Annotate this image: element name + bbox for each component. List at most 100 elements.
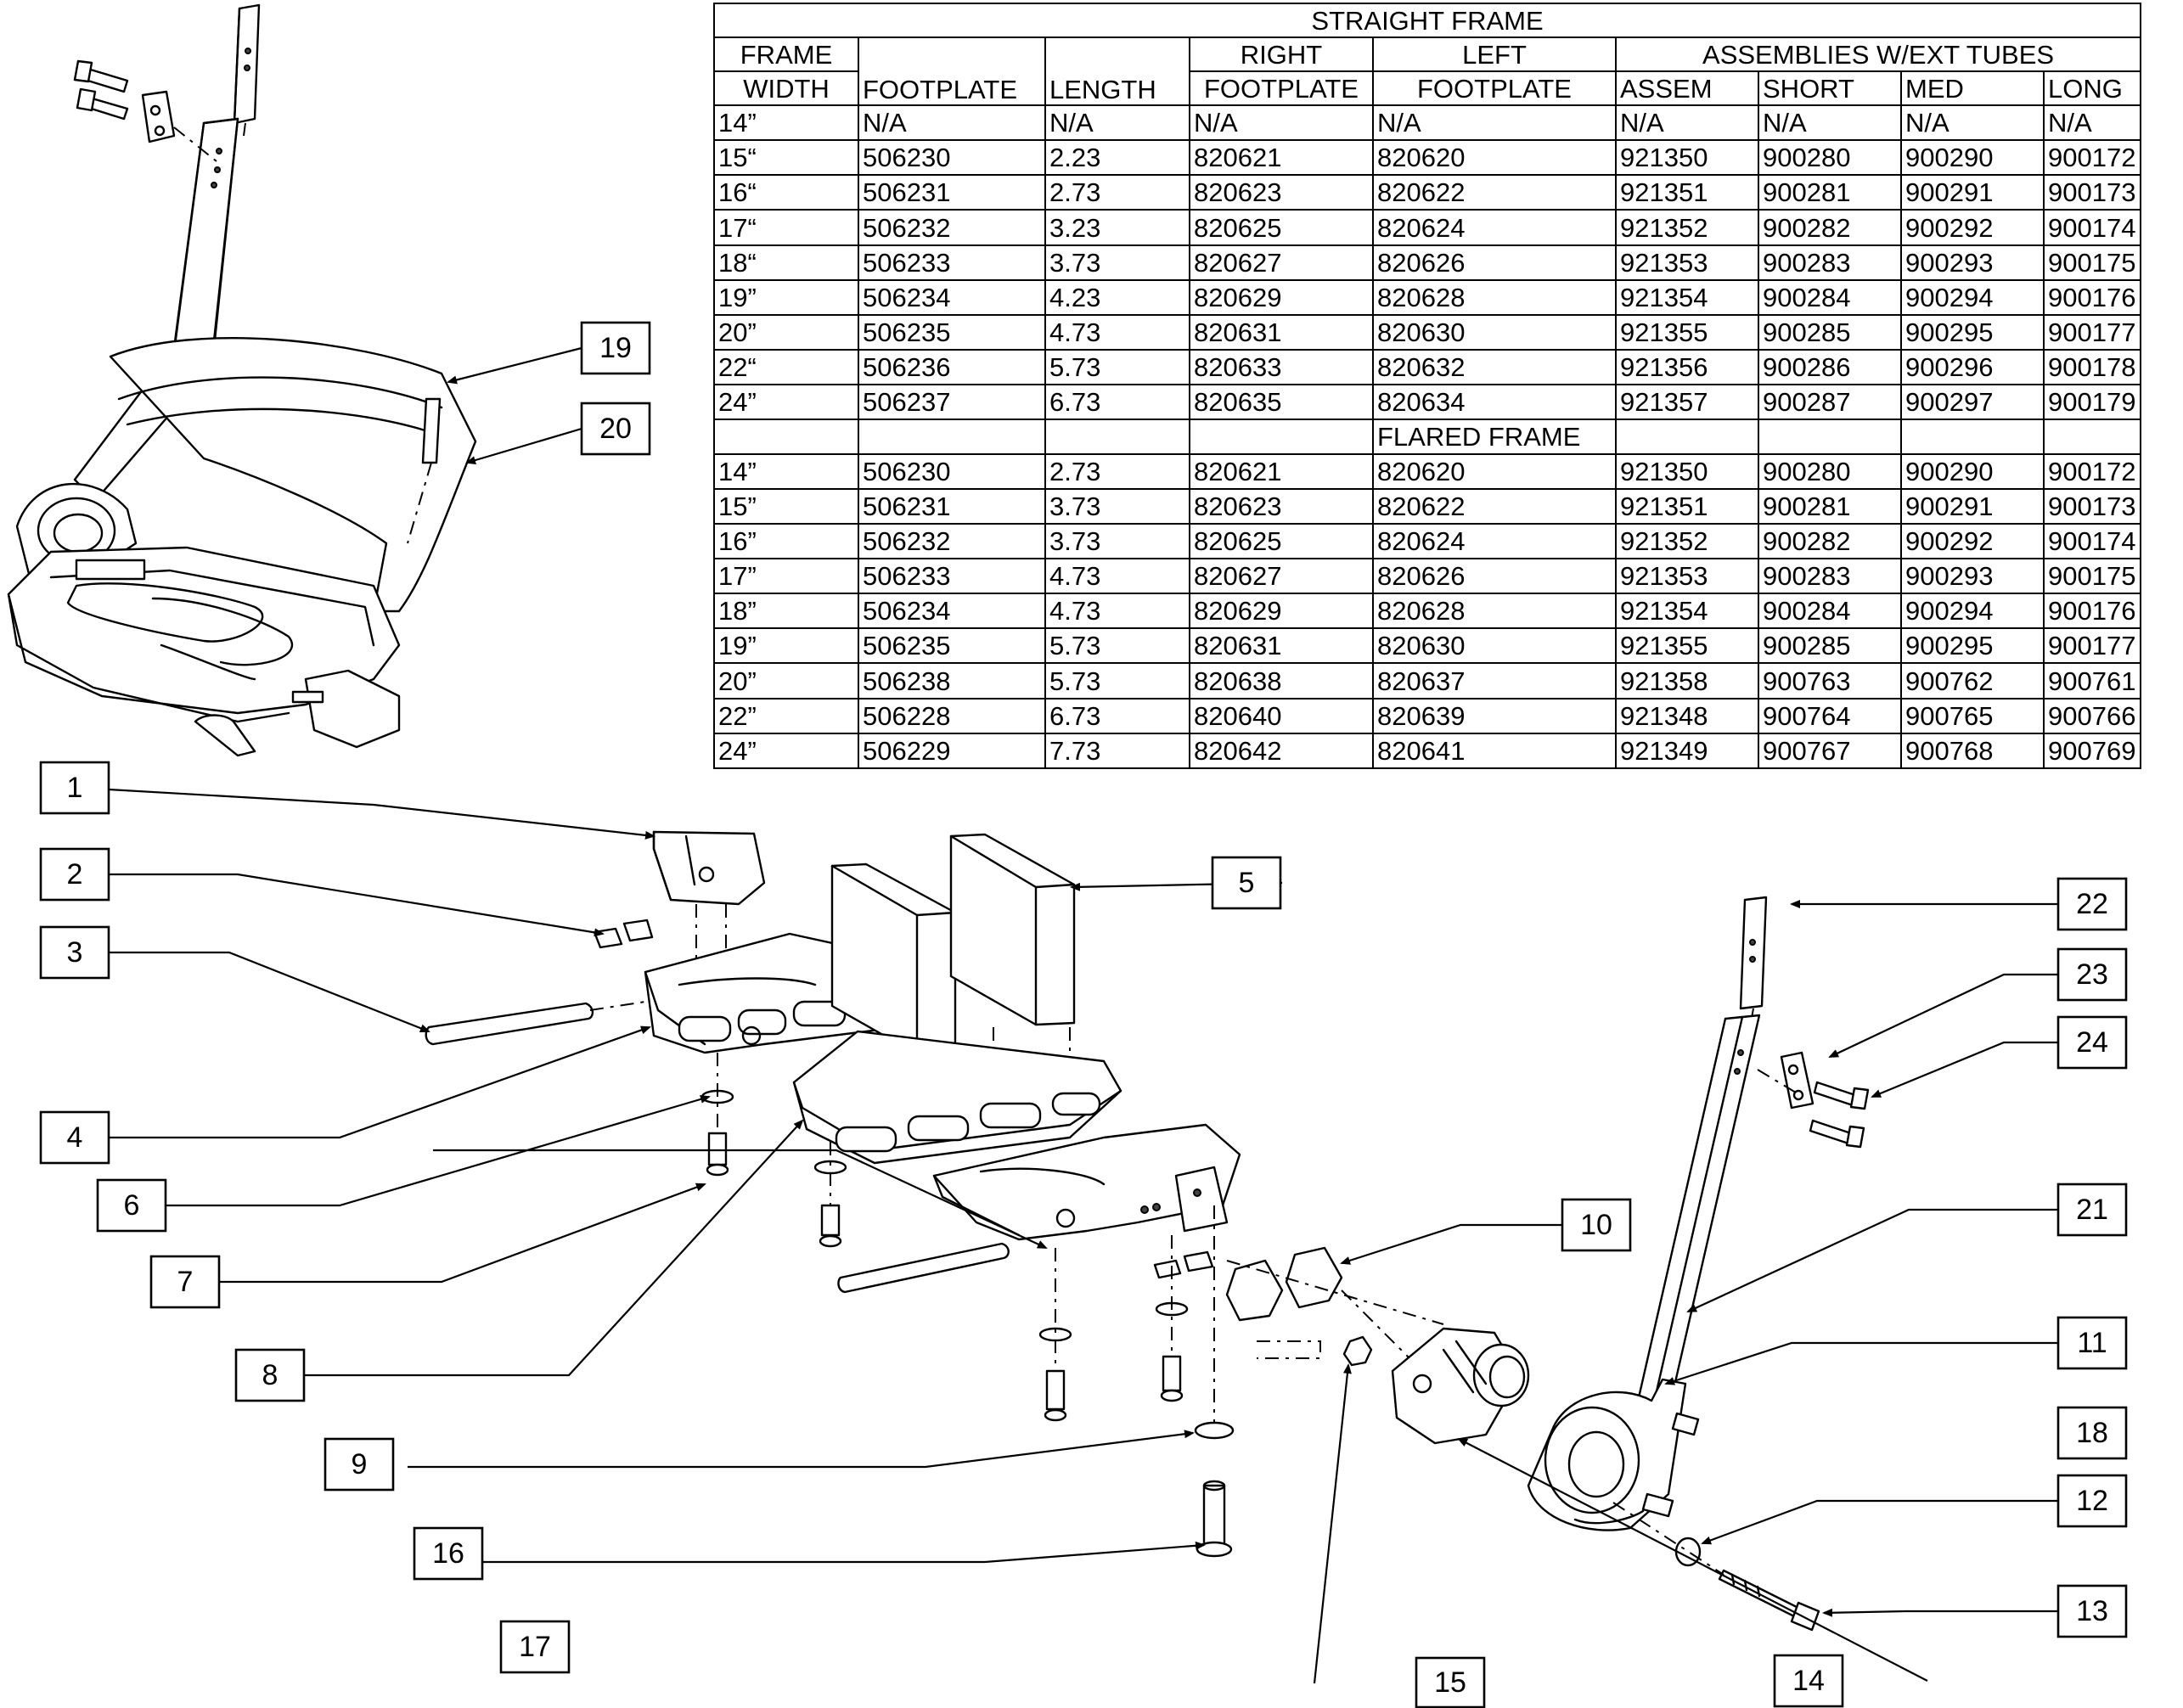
table-cell: 506237 [858,383,1046,420]
callout-16: 16 [413,1526,484,1581]
table-cell: N/A [1615,104,1759,142]
table-cell-empty [1615,418,1759,456]
table-cell: 506235 [858,627,1046,665]
table-cell: 900769 [2042,732,2142,770]
table-cell: 900297 [1900,383,2045,420]
table-cell: 900764 [1758,697,1902,734]
table-cell: 900282 [1758,523,1902,560]
table-cell: 900762 [1900,662,2045,699]
table-cell: 900285 [1758,313,1902,351]
table-cell-empty [858,418,1046,456]
table-cell: 820631 [1189,627,1374,665]
table-cell: 900172 [2042,139,2142,177]
table-cell: 921348 [1615,697,1759,734]
table-cell: 20” [713,313,859,351]
svg-text:9: 9 [352,1448,368,1480]
svg-text:7: 7 [177,1266,194,1298]
table-cell: N/A [1189,104,1374,142]
callout-23: 23 [2056,947,2128,1002]
svg-text:19: 19 [599,332,632,364]
assembled-footrest-view [7,3,477,757]
table-cell: 3.23 [1044,209,1190,246]
table-cell: 921351 [1615,174,1759,211]
table-cell: 820622 [1372,488,1617,525]
table-cell: 820627 [1189,558,1374,595]
svg-text:16: 16 [432,1537,464,1570]
table-cell: 3.73 [1044,244,1190,281]
table-cell: 900174 [2042,209,2142,246]
flared-title-row: FLARED FRAME [713,418,2142,456]
table-cell: 820641 [1372,732,1617,770]
table-cell: 900176 [2042,593,2142,630]
part-21-hanger-tube [1635,896,1870,1407]
callout-7: 7 [149,1255,221,1309]
table-cell: N/A [858,104,1046,142]
table-cell: 820633 [1189,348,1374,385]
col-long: LONG [2042,70,2142,107]
callout-15: 15 [1415,1656,1486,1708]
table-cell: 900291 [1900,488,2045,525]
svg-text:17: 17 [519,1631,551,1663]
table-cell: 506234 [858,278,1046,316]
callout-5: 5 [1211,856,1282,910]
table-cell: 22“ [713,348,859,385]
table-cell: 820642 [1189,732,1374,770]
table-cell: 900296 [1900,348,2045,385]
svg-text:8: 8 [262,1359,279,1391]
table-cell: 900284 [1758,593,1902,630]
table-cell: 506236 [858,348,1046,385]
table-cell: 900294 [1900,593,2045,630]
table-cell: N/A [1758,104,1902,142]
table-cell: 6.73 [1044,697,1190,734]
col-length: LENGTH [1044,37,1190,107]
callout-6: 6 [96,1178,167,1233]
col-left-footplate-line2: FOOTPLATE [1372,70,1617,107]
part-9-footplate-right [837,1123,1241,1430]
bolts-washer-top [73,59,217,162]
table-cell: 900281 [1758,488,1902,525]
table-cell: 18“ [713,244,859,281]
callout-22: 22 [2056,877,2128,931]
svg-text:14: 14 [1792,1665,1825,1697]
part-10-bushings [1225,1246,1444,1393]
col-left-footplate-line1: LEFT [1372,37,1617,73]
svg-text:1: 1 [67,772,83,804]
table-cell: 820623 [1189,174,1374,211]
table-cell: 921357 [1615,383,1759,420]
callout-21: 21 [2056,1183,2128,1237]
table-cell: 820621 [1189,453,1374,491]
callout-20: 20 [580,402,651,456]
table-cell: 17” [713,558,859,595]
table-cell: 22” [713,697,859,734]
callout-9: 9 [324,1437,395,1492]
table-cell: 900177 [2042,313,2142,351]
svg-text:5: 5 [1239,867,1255,899]
table-cell: 900178 [2042,348,2142,385]
table-cell: 900293 [1900,558,2045,595]
svg-text:13: 13 [2076,1595,2108,1627]
part-8-footplate-center [792,1030,1122,1165]
table-cell: N/A [1900,104,2045,142]
table-cell: 900767 [1758,732,1902,770]
table-cell: 900173 [2042,488,2142,525]
table-cell: 3.73 [1044,488,1190,525]
table-cell: 900179 [2042,383,2142,420]
table-cell: 900176 [2042,278,2142,316]
table-cell: 15” [713,488,859,525]
table-cell-empty [1758,418,1902,456]
table-cell: 921351 [1615,488,1759,525]
table-cell: 820628 [1372,593,1617,630]
table-cell: 820635 [1189,383,1374,420]
table-cell: 900172 [2042,453,2142,491]
callout-8: 8 [234,1348,306,1402]
table-cell: 4.73 [1044,593,1190,630]
table-cell: 900765 [1900,697,2045,734]
table-cell: 921354 [1615,593,1759,630]
table-cell: N/A [1044,104,1190,142]
table-cell: 900281 [1758,174,1902,211]
